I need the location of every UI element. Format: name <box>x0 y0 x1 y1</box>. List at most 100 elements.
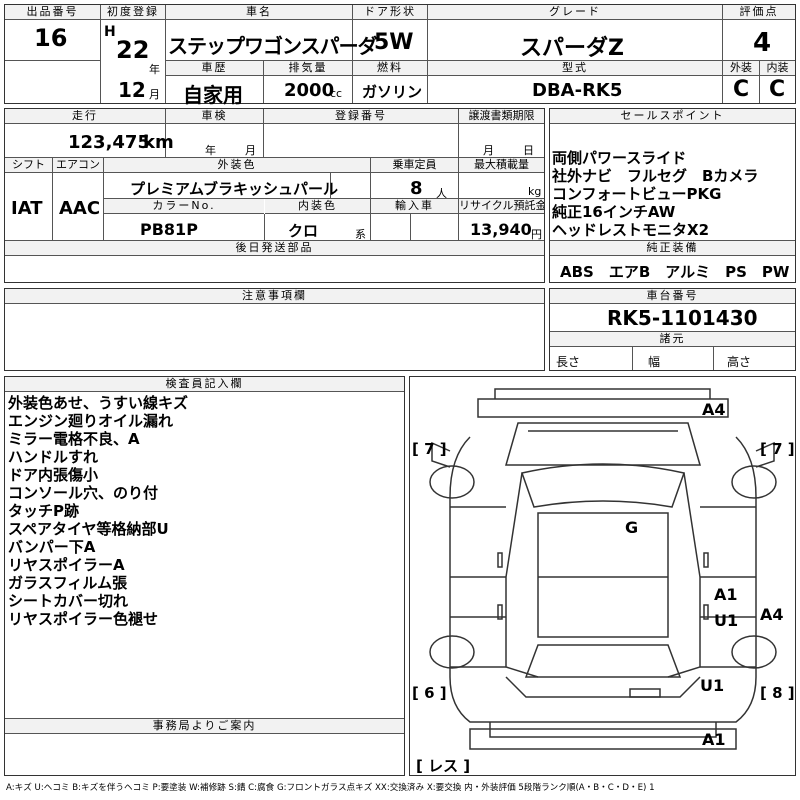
reg-year: 22 <box>116 36 150 64</box>
top-block <box>4 4 796 104</box>
mark-front-bumper: A4 <box>702 400 726 419</box>
tire-rear-left: [ 6 ] <box>412 684 447 702</box>
hdr-car-name: 車名 <box>166 5 352 20</box>
hdr-specs: 諸元 <box>550 332 795 347</box>
reg-month-unit: 月 <box>149 88 160 101</box>
tire-rear-right: [ 8 ] <box>760 684 795 702</box>
sales-point-5: ヘッドレストモニタX2 <box>552 221 710 239</box>
int-color: クロ <box>288 222 319 240</box>
car-name: ステップワゴンスパーダ <box>168 34 378 58</box>
hdr-interior: 内装 <box>760 61 795 76</box>
hdr-import: 輸入車 <box>371 199 458 214</box>
hdr-color-no: カラーNo. <box>104 199 264 214</box>
inspector-note-1: 外装色あせ、うすい線キズ <box>8 394 189 412</box>
displacement: 2000 <box>284 80 335 101</box>
hdr-fuel: 燃料 <box>353 61 427 76</box>
inspector-note-2: エンジン廻りオイル漏れ <box>8 412 174 430</box>
inspection-month-unit: 月 <box>245 144 256 157</box>
inspector-note-5: ドア内張傷小 <box>8 466 99 484</box>
standard-equipment: ABS エアB アルミ PS PW <box>560 263 790 281</box>
sales-point-block <box>549 108 796 283</box>
car-history: 自家用 <box>183 83 243 107</box>
recycle-fee: 13,940 <box>470 220 532 239</box>
hdr-capacity: 乗車定員 <box>371 158 458 173</box>
hdr-history: 車歴 <box>166 61 263 76</box>
hdr-shift: シフト <box>5 158 52 173</box>
hdr-score: 評価点 <box>723 5 795 20</box>
hdr-later-parts: 後日発送部品 <box>5 241 544 256</box>
model-code: DBA-RK5 <box>532 80 623 101</box>
hdr-int-color: 内装色 <box>265 199 370 214</box>
chassis-block <box>549 288 796 371</box>
sales-point-2: 社外ナビ フルセグ Bカメラ <box>552 167 759 185</box>
era-mark: H <box>104 24 116 40</box>
hdr-max-load: 最大積載量 <box>459 158 544 173</box>
transfer-month-unit: 月 <box>483 144 494 157</box>
recycle-unit: 円 <box>531 228 542 241</box>
transfer-day-unit: 日 <box>523 144 534 157</box>
inspector-note-10: リヤスポイラーA <box>8 556 125 574</box>
legend: A:キズ U:ヘコミ B:キズを伴うヘコミ P:要塗装 W:補修跡 S:錆 C:… <box>6 783 655 793</box>
aircon: AAC <box>59 198 101 219</box>
inspector-note-13: リヤスポイラー色褪せ <box>8 610 159 628</box>
capacity-unit: 人 <box>436 187 447 200</box>
score-overall: 4 <box>753 28 772 58</box>
hdr-model-code: 型式 <box>428 61 722 76</box>
capacity: 8 <box>410 178 423 199</box>
reg-month: 12 <box>118 78 146 102</box>
reg-year-unit: 年 <box>149 63 160 76</box>
inspector-note-6: コンソール穴、のり付 <box>8 484 159 502</box>
mark-rear-bumper: A1 <box>702 730 726 749</box>
hdr-office: 事務局よりご案内 <box>5 719 404 734</box>
spec-height: 高さ <box>727 355 752 369</box>
hdr-transfer: 譲渡書類期限 <box>459 109 544 124</box>
shift: IAT <box>11 198 43 219</box>
notes-block <box>4 288 545 371</box>
max-load-unit: kg <box>528 185 542 198</box>
hdr-standard-equipment: 純正装備 <box>550 241 795 256</box>
hdr-aircon: エアコン <box>53 158 103 173</box>
spec-length: 長さ <box>556 355 581 369</box>
hdr-notes: 注意事項欄 <box>5 289 544 304</box>
fuel: ガソリン <box>362 83 423 101</box>
sales-point-4: 純正16インチAW <box>552 203 676 221</box>
hdr-chassis-no: 車台番号 <box>550 289 795 304</box>
inspector-note-11: ガラスフィルム張 <box>8 574 128 592</box>
mark-right-rear: A1 <box>714 585 738 604</box>
tire-spare: [ レス ] <box>416 757 470 775</box>
inspector-note-8: スペアタイヤ等格納部U <box>8 520 169 538</box>
displacement-unit: cc <box>330 87 343 100</box>
tire-front-left: [ 7 ] <box>412 440 447 458</box>
hdr-mileage: 走行 <box>5 109 165 124</box>
lot-number: 16 <box>34 24 68 52</box>
spec-width: 幅 <box>648 355 661 369</box>
hdr-displacement: 排気量 <box>264 61 352 76</box>
tire-front-right: [ 7 ] <box>760 440 795 458</box>
car-diagram: A4 G A1 U1 A4 U1 A1 [ 7 ] [ 7 ] [ 6 ] [ … <box>412 388 795 775</box>
hdr-registration: 登録番号 <box>264 109 458 124</box>
sales-point-3: コンフォートビューPKG <box>552 185 722 203</box>
inspector-block <box>4 376 405 776</box>
hdr-grade: グレード <box>428 5 722 20</box>
mark-roof: G <box>625 518 638 537</box>
color-no: PB81P <box>140 220 198 239</box>
inspector-note-9: バンパー下A <box>8 538 96 556</box>
ext-color: プレミアムブラキッシュパール <box>130 180 339 198</box>
score-exterior: C <box>733 77 750 102</box>
hdr-door: ドア形状 <box>353 5 427 20</box>
hdr-inspector: 検査員記入欄 <box>5 377 404 392</box>
mileage: 123,475 <box>68 132 150 153</box>
sales-point-1: 両側パワースライド <box>552 149 687 167</box>
hdr-ext-color: 外装色 <box>104 158 370 173</box>
hdr-exterior: 外装 <box>723 61 759 76</box>
grade: スパーダZ <box>520 36 624 61</box>
inspector-note-7: タッチP跡 <box>8 502 79 520</box>
inspector-note-4: ハンドルすれ <box>8 448 99 466</box>
int-color-suffix: 系 <box>355 228 366 241</box>
inspector-note-12: シートカバー切れ <box>8 592 129 610</box>
hdr-inspection: 車検 <box>166 109 263 124</box>
hdr-first-reg: 初度登録 <box>101 5 165 20</box>
hdr-sales-point: セールスポイント <box>550 109 795 124</box>
door-type: 5W <box>374 30 414 55</box>
spec-block <box>4 108 545 283</box>
